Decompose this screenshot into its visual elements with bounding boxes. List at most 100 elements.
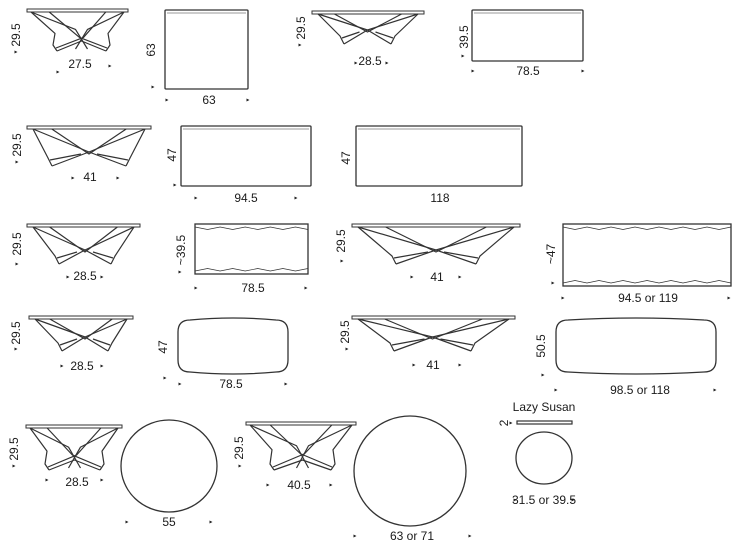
dimension-tick-27 — [551, 281, 555, 285]
dimension-tick-44 — [100, 478, 104, 482]
r2-top-b-plan — [355, 125, 523, 187]
dimension-tick-1 — [56, 70, 60, 74]
lazy-susan-title: Lazy Susan — [512, 400, 576, 414]
dimension-tick-37 — [412, 363, 416, 367]
dimension-tick-22 — [194, 286, 198, 290]
dimension-tick-47 — [238, 464, 242, 468]
r3-side-a-width-label: 28.5 — [73, 269, 97, 283]
sculpted-leg-stroke — [99, 427, 119, 471]
sculpted-leg-stroke — [390, 13, 419, 45]
sculpted-leg-stroke — [30, 11, 89, 50]
sculpted-leg-stroke — [49, 153, 82, 161]
sculpted-leg-stroke — [125, 128, 146, 167]
sculpted-leg-stroke — [34, 318, 128, 338]
sculpted-leg-stroke — [56, 40, 107, 52]
natural-edge-top — [194, 226, 309, 230]
natural-edge-bottom — [194, 268, 309, 272]
dimension-tick-50 — [353, 534, 357, 538]
r1-side-a-height-label: 29.5 — [9, 23, 23, 47]
sculpted-leg-stroke — [29, 427, 50, 471]
dimension-tick-25 — [410, 275, 414, 279]
table-top-slab — [351, 315, 516, 320]
sculpted-leg-stroke — [47, 427, 102, 468]
sculpted-leg-stroke — [96, 153, 129, 161]
dimension-tick-51 — [468, 534, 472, 538]
table-top-slab — [28, 315, 134, 320]
sculpted-leg-stroke — [92, 251, 114, 259]
sculpted-leg-stroke — [32, 128, 146, 153]
r1-top-b-plan — [471, 9, 584, 62]
r1-side-a-width-label: 27.5 — [68, 57, 92, 71]
top-plan-views — [120, 9, 732, 527]
table-top-slab — [26, 125, 152, 130]
dimension-tick-7 — [354, 61, 358, 65]
sculpted-leg-stroke — [384, 318, 483, 340]
dimension-tick-41 — [713, 388, 717, 392]
r5-top-a-diameter-label: 55 — [162, 515, 176, 529]
sculpted-leg-stroke — [440, 338, 474, 346]
r4-side-a-elevation — [28, 315, 134, 352]
dimension-tick-14 — [116, 176, 120, 180]
dimension-tick-3 — [151, 85, 155, 89]
natural-edge-bottom — [562, 280, 732, 284]
r3-side-b-height-label: 29.5 — [334, 229, 348, 253]
r2-top-b-depth-label: 47 — [339, 151, 353, 165]
dimension-tick-42 — [12, 464, 16, 468]
r1-top-b-depth-label: 39.5 — [457, 25, 471, 49]
dimension-tick-26 — [458, 275, 462, 279]
r3-side-b-elevation — [351, 223, 521, 265]
sculpted-leg-stroke — [48, 459, 101, 471]
sculpted-leg-stroke — [341, 31, 360, 39]
table-top-slab — [351, 223, 521, 228]
dimension-tick-10 — [471, 69, 475, 73]
r1-top-a-width-label: 63 — [202, 93, 216, 107]
dimension-tick-6 — [298, 43, 302, 47]
r4-top-a-plan — [177, 317, 289, 375]
dimension-tick-49 — [329, 483, 333, 487]
table-top-slab — [26, 223, 141, 228]
dimension-tick-38 — [458, 363, 462, 367]
r1-side-b-elevation — [311, 10, 425, 45]
dimension-tick-0 — [14, 50, 18, 54]
dimension-tick-36 — [345, 347, 349, 351]
lazy-susan-diameter-label: 31.5 or 39.5 — [511, 493, 577, 507]
r3-top-a-depth-label: ~39.5 — [174, 234, 188, 266]
r3-top-a-width-label: 78.5 — [241, 281, 265, 295]
r1-side-b-width-label: 28.5 — [358, 54, 382, 68]
r4-side-b-height-label: 29.5 — [338, 320, 352, 344]
dimension-tick-21 — [178, 270, 182, 274]
lazy-susan-side-disc — [516, 420, 573, 425]
dimension-tick-4 — [165, 98, 169, 102]
table-top-slab — [245, 421, 357, 426]
dimension-tick-19 — [66, 275, 70, 279]
sculpted-leg-stroke — [391, 338, 425, 346]
sculpted-leg-stroke — [393, 251, 429, 259]
sculpted-leg-stroke — [110, 226, 135, 265]
sculpted-leg-stroke — [249, 424, 275, 471]
dimension-tick-53 — [513, 498, 517, 502]
dimension-tick-43 — [45, 478, 49, 482]
r5-side-a-elevation — [25, 424, 123, 471]
sculpted-leg-stroke — [357, 318, 395, 352]
sculpted-leg-stroke — [385, 226, 487, 253]
dimension-tick-20 — [100, 275, 104, 279]
sculpted-leg-stroke — [92, 338, 111, 346]
plan-outline — [194, 223, 309, 275]
dimension-tick-39 — [541, 373, 545, 377]
dimension-tick-9 — [461, 54, 465, 58]
r5-side-a-width-label: 28.5 — [65, 475, 89, 489]
sculpted-leg-stroke — [34, 318, 63, 352]
r3-side-a-elevation — [26, 223, 141, 265]
table-top-slab — [25, 424, 123, 429]
r5-side-b-elevation — [245, 421, 357, 471]
sculpted-leg-stroke — [49, 226, 118, 253]
sculpted-leg-stroke — [67, 427, 119, 469]
r5-top-b-round-plan — [353, 415, 467, 527]
sculpted-leg-stroke — [51, 128, 127, 155]
dimension-tick-46 — [209, 520, 213, 524]
r3-top-b-width-label: 94.5 or 119 — [618, 291, 678, 305]
r2-side-width-label: 41 — [83, 170, 97, 184]
dimension-tick-marks — [12, 43, 731, 538]
r5-side-a-height-label: 29.5 — [7, 437, 21, 461]
